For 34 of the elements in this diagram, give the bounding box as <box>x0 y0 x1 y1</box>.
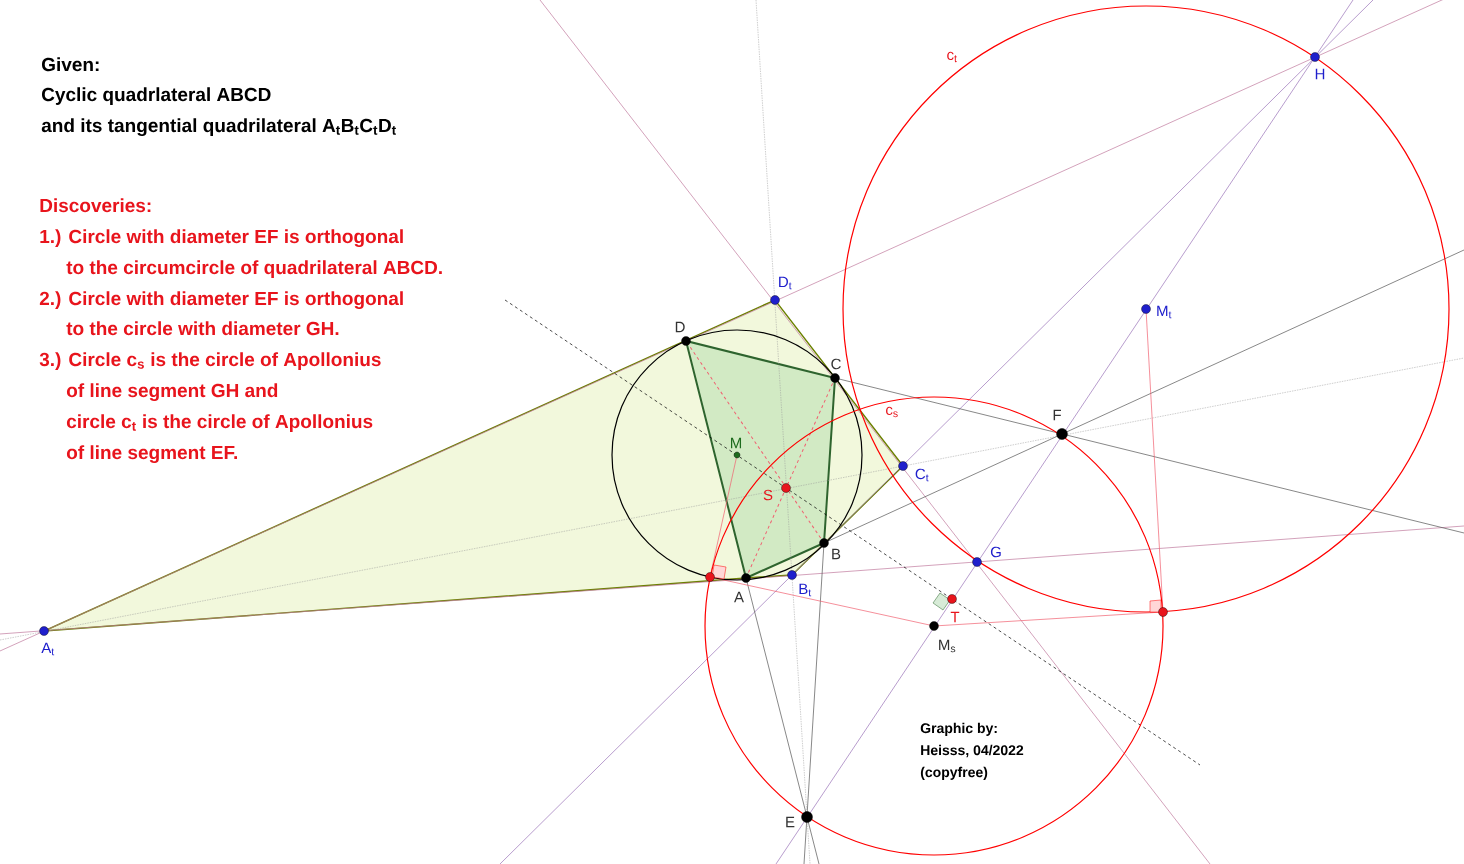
text-line: Discoveries: <box>40 198 151 213</box>
text-line: 2.) Circle with diameter EF is orthogonal <box>39 291 403 310</box>
text-line: to the circumcircle of quadrilateral ABCD. <box>66 260 442 278</box>
credit-text: Graphic by: <box>920 722 997 736</box>
point-label: B <box>832 548 841 560</box>
point-label: E <box>786 816 795 828</box>
text-line: to the circle with diameter GH. <box>66 321 339 336</box>
point-label: A$_{t}$ <box>41 642 55 656</box>
point-label: T <box>950 611 960 623</box>
text-line: and its tangential quadrilateral A$_{t}$B$_{t}$C$_{t}$D$_{t}$ <box>41 118 396 137</box>
point-label: C$_{t}$ <box>915 468 929 482</box>
point-label: M <box>731 437 741 449</box>
text-line: 1.) Circle with diameter EF is orthogonal <box>40 229 403 248</box>
credit-text: (copyfree) <box>920 766 988 780</box>
text-line: circle c$_{t}$ is the circle of Apollonius <box>66 414 373 432</box>
point-label: M$_{s}$ <box>939 639 956 653</box>
point-label: D$_{t}$ <box>779 276 792 290</box>
credit-text: Heisss, 04/2022 <box>921 744 1024 758</box>
point-label: D <box>675 321 685 333</box>
point-label: G <box>990 546 1001 558</box>
circle-label: c$_{t}$ <box>947 51 957 63</box>
text-line: Given: <box>42 57 99 72</box>
point-label: B$_{t}$ <box>799 583 812 597</box>
circle-label: c$_{s}$ <box>886 406 898 418</box>
text-line: of line segment GH and <box>66 383 278 402</box>
point-label: C <box>831 358 841 370</box>
text-line: of line segment EF. <box>66 445 237 464</box>
point-label: A <box>734 591 744 603</box>
point-label: M$_{t}$ <box>1157 305 1172 319</box>
text-line: Cyclic quadrlateral ABCD <box>42 87 271 105</box>
text-line: 3.) Circle c$_{s}$ is the circle of Apollonius <box>39 352 381 370</box>
point-label: F <box>1053 409 1061 421</box>
point-label: S <box>763 489 773 501</box>
point-label: H <box>1315 68 1325 80</box>
